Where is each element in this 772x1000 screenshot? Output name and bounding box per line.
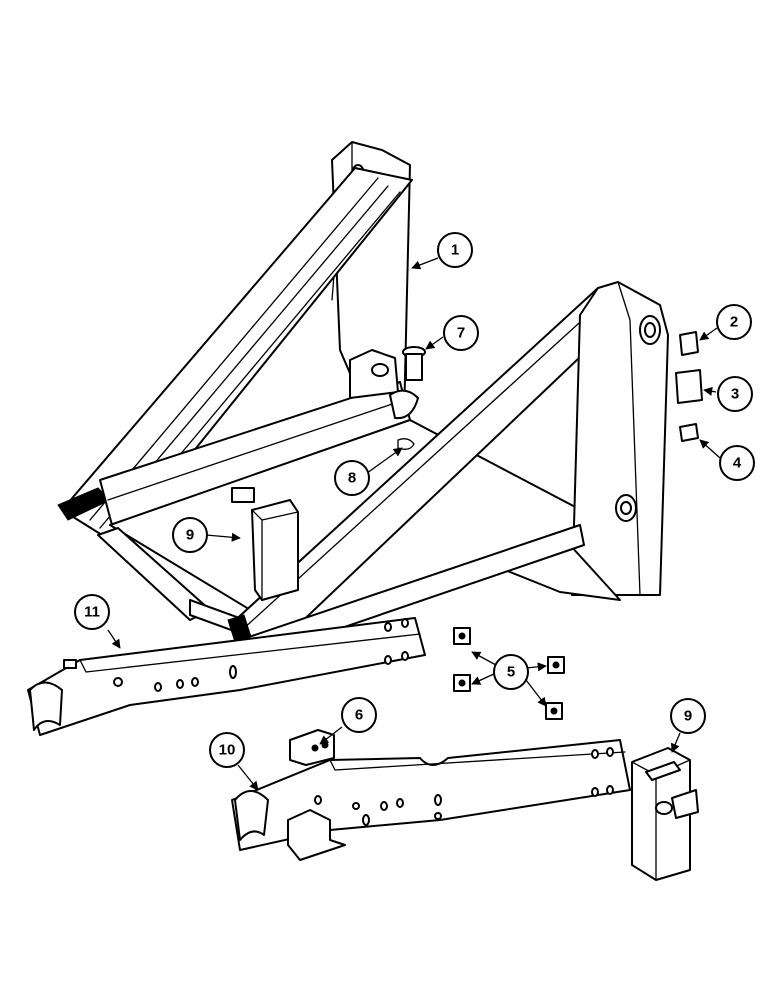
- svg-text:1: 1: [451, 242, 459, 259]
- svg-text:9: 9: [684, 708, 692, 725]
- left-rail: [27, 617, 426, 736]
- front-upright-post: [571, 281, 669, 596]
- shim-small: [679, 331, 699, 356]
- leader-lines: [107, 257, 721, 791]
- callout-1: 1: [437, 232, 473, 268]
- hitch-socket-lower: [631, 747, 699, 881]
- callout-3: 3: [717, 376, 753, 412]
- shim-thin: [679, 423, 699, 442]
- callout-11: 11: [74, 594, 110, 630]
- a-frame-assembly: [57, 141, 669, 661]
- svg-text:5: 5: [507, 664, 515, 681]
- callout-9-upper: 9: [172, 517, 208, 553]
- callout-10: 10: [209, 732, 245, 768]
- square-nuts: [453, 627, 565, 720]
- svg-text:4: 4: [733, 455, 742, 472]
- callout-7: 7: [443, 315, 479, 351]
- hitch-socket-upper: [251, 499, 299, 601]
- svg-text:3: 3: [731, 386, 739, 403]
- hitch-pin: [402, 346, 426, 381]
- right-rail: [231, 729, 631, 861]
- svg-text:11: 11: [84, 604, 100, 621]
- callout-9-lower: 9: [670, 698, 706, 734]
- svg-text:2: 2: [730, 314, 738, 331]
- svg-text:8: 8: [348, 470, 356, 487]
- svg-text:10: 10: [219, 742, 236, 759]
- svg-text:6: 6: [355, 707, 363, 724]
- shim-large: [675, 369, 703, 404]
- callout-6: 6: [341, 697, 377, 733]
- svg-text:7: 7: [457, 325, 465, 342]
- callout-4: 4: [719, 445, 755, 481]
- callout-5: 5: [493, 654, 529, 690]
- callout-2: 2: [716, 304, 752, 340]
- svg-text:9: 9: [186, 527, 194, 544]
- callout-8: 8: [334, 460, 370, 496]
